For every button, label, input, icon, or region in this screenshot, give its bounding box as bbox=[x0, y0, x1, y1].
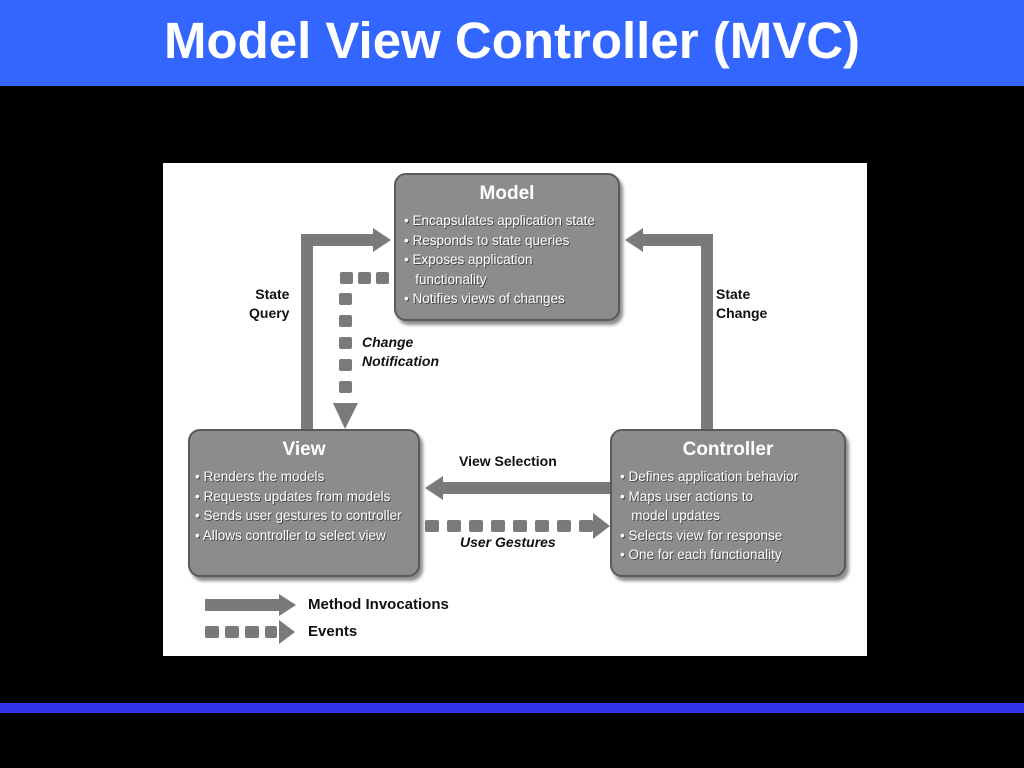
model-responsibilities: • Encapsulates application state • Respo… bbox=[396, 211, 618, 309]
controller-box: Controller • Defines application behavio… bbox=[610, 429, 846, 577]
controller-bullet: • One for each functionality bbox=[620, 547, 782, 562]
legend-event-arrow bbox=[205, 620, 295, 644]
model-bullet: • Responds to state queries bbox=[404, 232, 570, 248]
view-selection-label: View Selection bbox=[459, 453, 557, 469]
model-title: Model bbox=[479, 183, 535, 204]
view-title: View bbox=[282, 439, 326, 460]
state-change-arrow bbox=[641, 234, 713, 431]
state-query-arrowhead bbox=[373, 228, 391, 252]
model-bullet: • Notifies views of changes bbox=[404, 291, 565, 306]
change-notification-label: Change Notification bbox=[362, 334, 439, 369]
slide-title: Model View Controller (MVC) bbox=[163, 12, 861, 69]
model-box: Model • Encapsulates application state •… bbox=[394, 173, 620, 321]
user-gestures-arrow bbox=[425, 513, 610, 539]
view-bullet: • Renders the models bbox=[195, 469, 325, 484]
controller-bullet: • Maps user actions to model updates bbox=[620, 488, 754, 524]
legend-events-label: Events bbox=[308, 623, 358, 640]
controller-bullet: • Selects view for response bbox=[620, 527, 783, 543]
change-notification-arrow bbox=[333, 272, 389, 429]
view-box: View • Renders the models • Requests upd… bbox=[188, 429, 420, 577]
legend-method-label: Method Invocations bbox=[308, 596, 449, 613]
view-bullet: • Allows controller to select view bbox=[195, 527, 386, 543]
controller-bullet: • Defines application behavior bbox=[620, 469, 799, 484]
controller-title: Controller bbox=[682, 439, 774, 460]
model-bullet: • Exposes application functionality bbox=[404, 252, 533, 287]
view-bullet: • Sends user gestures to controller bbox=[195, 508, 402, 523]
model-bullet: • Encapsulates application state bbox=[404, 213, 595, 228]
mvc-diagram: Model • Encapsulates application state •… bbox=[163, 163, 867, 656]
state-query-arrow bbox=[301, 234, 375, 431]
legend-method-arrowhead bbox=[279, 594, 296, 616]
state-query-label: State Query bbox=[249, 286, 290, 321]
state-change-arrowhead bbox=[625, 228, 643, 252]
view-selection-arrowhead bbox=[425, 476, 443, 500]
arrows-layer bbox=[205, 228, 713, 644]
view-responsibilities: • Renders the models • Requests updates … bbox=[190, 467, 418, 545]
state-change-label: State Change bbox=[716, 286, 768, 321]
footer-rule bbox=[0, 703, 1024, 713]
user-gestures-label: User Gestures bbox=[460, 534, 556, 550]
view-bullet: • Requests updates from models bbox=[195, 488, 391, 504]
controller-responsibilities: • Defines application behavior • Maps us… bbox=[612, 467, 844, 565]
title-bar bbox=[0, 0, 1024, 86]
